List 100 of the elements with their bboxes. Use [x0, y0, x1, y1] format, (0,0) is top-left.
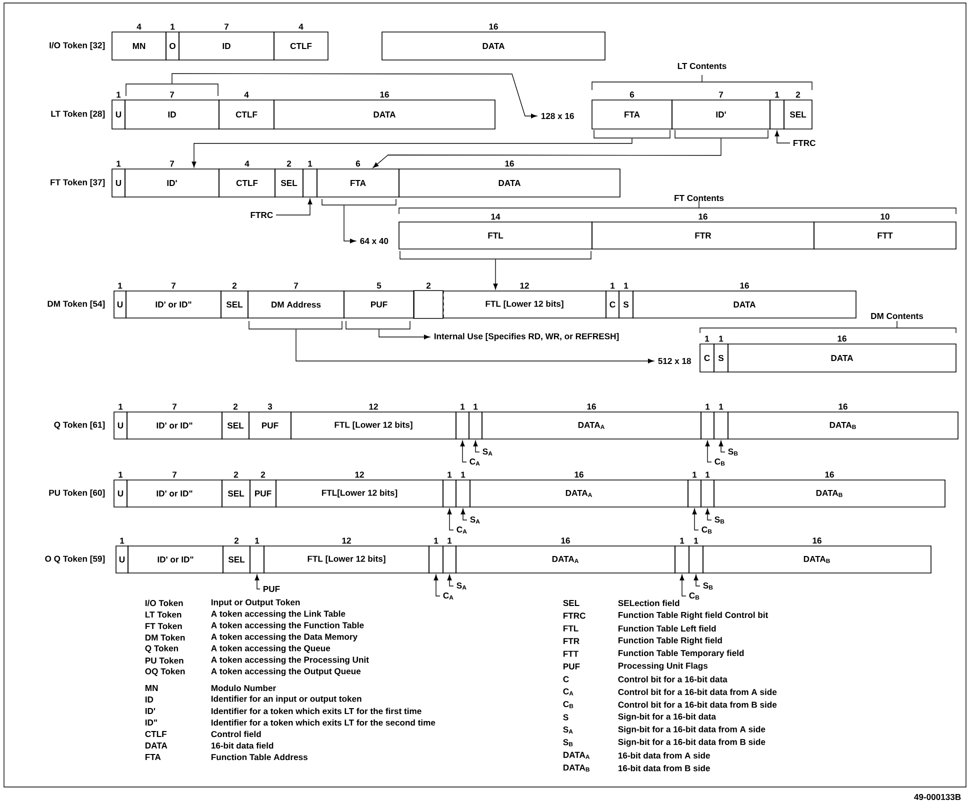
bit-width: 4 [136, 24, 142, 30]
bit-width: 2 [233, 404, 238, 410]
field-box: U [114, 480, 128, 508]
bit-width: 1 [308, 160, 312, 167]
bit-width: 2 [286, 160, 292, 167]
glossary-term: C$_{A}$ [563, 688, 574, 696]
field-box: PUF [250, 480, 276, 508]
bit-width: 16 [574, 472, 584, 478]
bit-width: 1 [461, 472, 466, 478]
field-box: DATA$_{B}$ [714, 480, 946, 508]
leader-line [254, 574, 260, 590]
field-box [714, 412, 728, 440]
field-box: CTLF [218, 168, 276, 198]
leader-line [460, 440, 467, 462]
bit-width: 7 [224, 24, 229, 30]
field-box: U [112, 168, 126, 198]
field-box: FTL [Lower 12 bits] [442, 290, 606, 318]
section-heading: FT Contents [674, 194, 724, 202]
field-box [674, 546, 690, 574]
glossary-term: S$_{A}$ [563, 726, 573, 734]
field-box [468, 412, 482, 440]
glossary-definition: Control bit for a 16-bit data from A side [618, 688, 777, 696]
bit-width: 16 [838, 336, 846, 342]
bit-width: 16 [380, 92, 389, 98]
glossary-term: ID' [145, 708, 156, 714]
glossary-definition: A token accessing the Queue [211, 645, 330, 653]
glossary-definition: 16-bit data from B side [618, 764, 710, 772]
bit-width: 2 [234, 472, 238, 478]
glossary-definition: Function Table Right field [618, 637, 722, 646]
token-label: DM Token [54] [48, 300, 105, 308]
section-heading: DM Contents [871, 312, 924, 320]
bit-width: 16 [489, 24, 498, 30]
leader-line [694, 574, 700, 586]
field-box [688, 480, 702, 508]
memory-size-label: 512 x 18 [658, 358, 691, 364]
token-label: LT Token [28] [51, 110, 105, 118]
bit-width: 7 [294, 282, 298, 289]
glossary-term: FTA [145, 754, 161, 760]
field-box: FTR [592, 222, 814, 250]
field-box: DATA [274, 100, 496, 130]
field-box [442, 546, 456, 574]
field-box: FTT [814, 222, 956, 250]
bit-width: 1 [706, 404, 710, 410]
bit-width: 14 [491, 214, 500, 220]
field-box: PUF [248, 412, 292, 440]
bit-width: 7 [172, 404, 177, 410]
glossary-term: C$_{B}$ [563, 701, 574, 708]
bit-width: 1 [719, 404, 724, 410]
bit-width: 1 [706, 472, 710, 478]
glossary-term: ID [145, 696, 154, 702]
field-box: DM Address [248, 290, 344, 318]
glossary-term: FTL [563, 625, 578, 632]
field-box: DATA$_{B}$ [728, 412, 958, 440]
field-label: S$_{A}$ [456, 582, 466, 590]
field-box: SEL [274, 168, 304, 198]
field-box: ID' or ID" [126, 480, 222, 508]
bit-width: 1 [610, 282, 615, 289]
glossary-definition: Sign-bit for a 16-bit data from A side [618, 726, 766, 734]
bit-width: 1 [448, 472, 452, 478]
glossary-term: I/O Token [145, 600, 183, 606]
bit-width: 16 [812, 538, 822, 544]
glossary-definition: Identifier for an input or output token [211, 696, 362, 704]
field-box: FTL[Lower 12 bits] [276, 480, 444, 508]
leader-line [447, 574, 454, 586]
glossary-definition: A token accessing the Output Queue [211, 668, 361, 676]
arrow [372, 138, 722, 168]
bit-width: 7 [172, 472, 177, 478]
field-label: C$_{B}$ [689, 592, 700, 600]
token-label: PU Token [60] [49, 490, 105, 498]
bit-width: 16 [505, 160, 514, 167]
glossary-term: DM Token [145, 634, 185, 641]
field-box: SEL [220, 290, 248, 318]
arrow [276, 198, 312, 216]
bit-width: 1 [775, 92, 780, 98]
bit-width: 1 [170, 24, 175, 30]
glossary-term: S [563, 714, 568, 720]
bit-width: 1 [680, 538, 684, 544]
field-box: DATA$_{A}$ [456, 546, 676, 574]
field-box: ID' [672, 100, 770, 130]
bit-width: 1 [624, 282, 628, 289]
glossary-term: DATA$_{A}$ [563, 752, 590, 759]
token-label: O Q Token [59] [45, 556, 105, 564]
field-label: PUF [263, 586, 280, 592]
field-box [456, 480, 470, 508]
bit-width: 12 [355, 472, 364, 478]
field-box: S [714, 344, 728, 372]
field-box: U [116, 546, 128, 574]
bit-width: 1 [118, 282, 122, 289]
section-heading: LT Contents [678, 62, 726, 70]
field-box: ID' or ID" [128, 546, 224, 574]
field-box: DATA [382, 32, 606, 60]
bit-width: 16 [838, 404, 848, 410]
glossary-definition: Function Table Address [211, 754, 308, 760]
leader-line [705, 440, 712, 462]
bit-width: 5 [376, 282, 382, 289]
glossary-term: DATA$_{B}$ [563, 764, 590, 772]
field-box: ID [124, 100, 220, 130]
field-box: FTL [398, 222, 592, 250]
arrow [172, 73, 537, 118]
glossary-definition: A token accessing the Link Table [211, 610, 346, 618]
